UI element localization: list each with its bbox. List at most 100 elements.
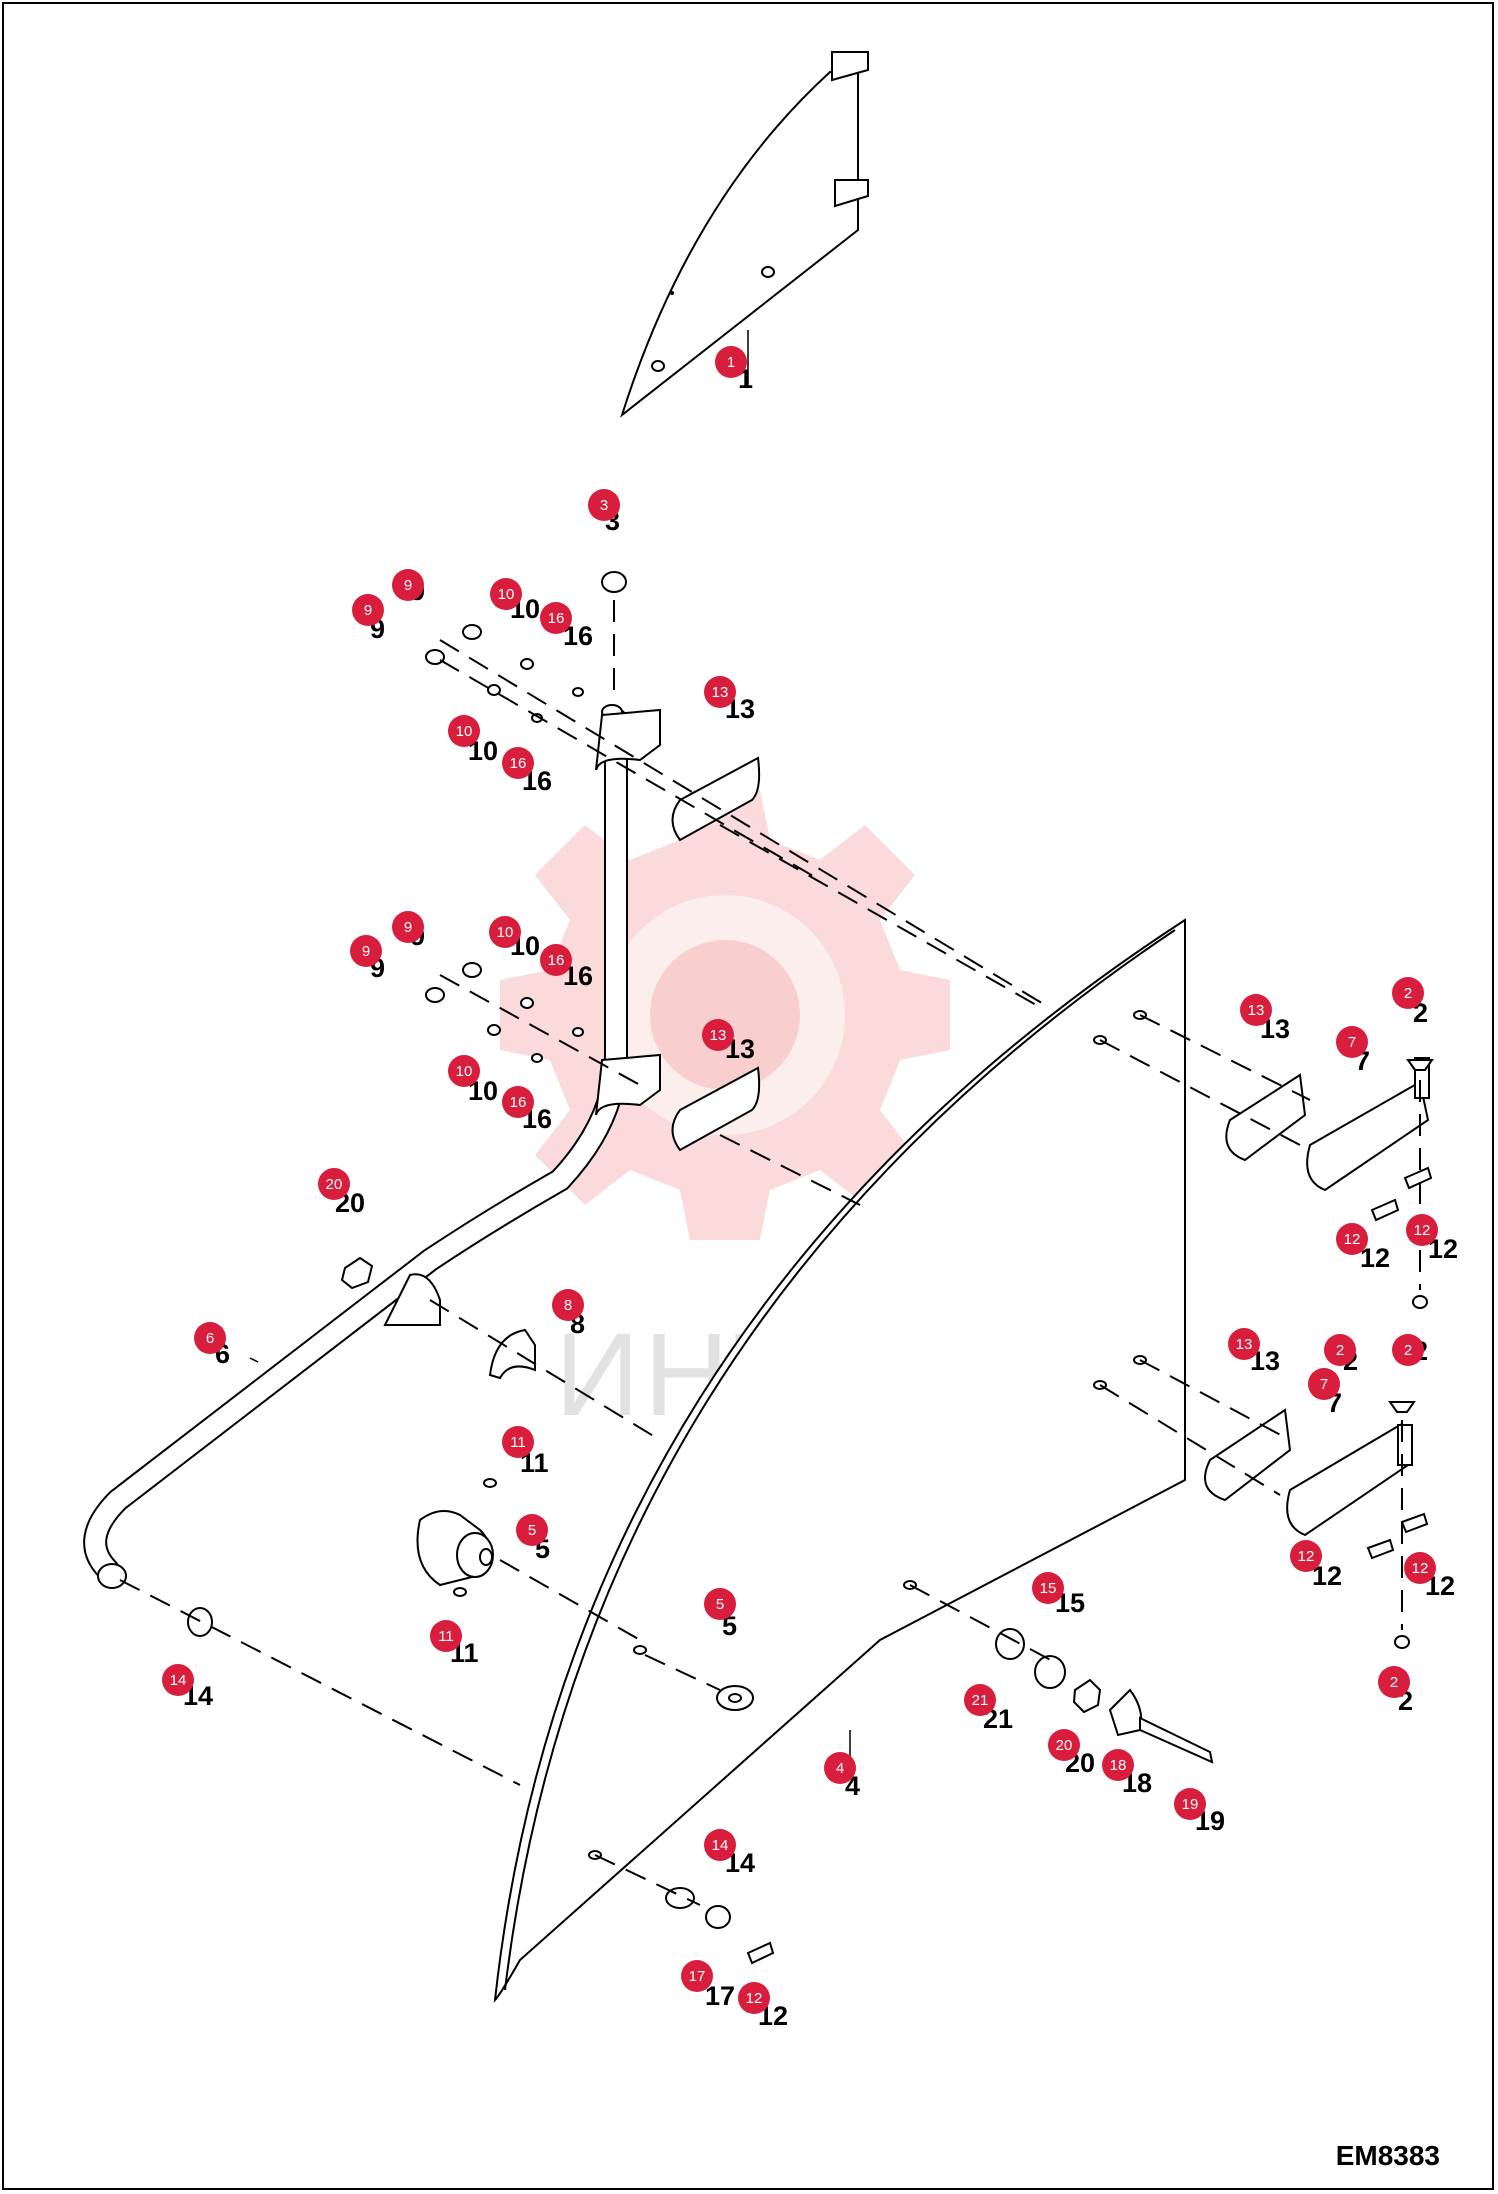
- svg-text:4: 4: [836, 1760, 844, 1777]
- svg-text:17: 17: [705, 1981, 735, 2011]
- svg-text:9: 9: [404, 919, 412, 936]
- part-1-top-panel: [620, 51, 869, 418]
- svg-text:7: 7: [1348, 1034, 1356, 1051]
- svg-text:16: 16: [548, 952, 565, 969]
- callout-2c: 22: [1324, 1334, 1358, 1376]
- svg-text:9: 9: [362, 943, 370, 960]
- svg-text:10: 10: [456, 723, 473, 740]
- svg-text:14: 14: [712, 1837, 729, 1854]
- part-17-spacer: [705, 1905, 731, 1929]
- callout-9b: 99: [352, 594, 385, 644]
- svg-text:11: 11: [510, 1434, 526, 1451]
- svg-text:16: 16: [548, 610, 565, 627]
- svg-text:2: 2: [1404, 985, 1412, 1002]
- callout-7a: 77: [1336, 1026, 1370, 1076]
- svg-text:16: 16: [510, 755, 527, 772]
- svg-text:20: 20: [326, 1176, 343, 1193]
- svg-text:17: 17: [689, 1968, 706, 1985]
- part-5-11-latch: [416, 1478, 754, 1711]
- callout-5b: 55: [704, 1588, 737, 1641]
- part-13-plates-left: [671, 756, 761, 1152]
- callout-3: 33: [588, 489, 620, 536]
- callout-4: 44: [824, 1752, 860, 1801]
- svg-text:21: 21: [972, 1692, 989, 1709]
- svg-text:6: 6: [206, 1330, 214, 1347]
- svg-text:12: 12: [1414, 1222, 1431, 1239]
- callout-9c: 99: [392, 911, 425, 951]
- svg-text:3: 3: [600, 497, 608, 514]
- callout-6: 66: [194, 1322, 230, 1369]
- svg-text:12: 12: [1298, 1548, 1315, 1565]
- svg-text:14: 14: [170, 1672, 187, 1689]
- svg-text:19: 19: [1182, 1796, 1199, 1813]
- svg-text:9: 9: [404, 577, 412, 594]
- callout-2a: 22: [1392, 977, 1428, 1028]
- svg-text:20: 20: [1056, 1737, 1073, 1754]
- svg-text:15: 15: [1040, 1580, 1057, 1597]
- svg-text:10: 10: [497, 924, 514, 941]
- drawing-code: EM8383: [1335, 2140, 1440, 2171]
- part-3-cap: [601, 571, 627, 593]
- svg-text:8: 8: [564, 1297, 572, 1314]
- svg-text:13: 13: [712, 684, 729, 701]
- svg-text:5: 5: [716, 1596, 724, 1613]
- svg-text:13: 13: [1248, 1002, 1265, 1019]
- callout-8: 88: [552, 1289, 585, 1339]
- part-14-washer-left: [187, 1607, 213, 1637]
- callout-9a: 99: [392, 569, 425, 606]
- svg-text:11: 11: [438, 1628, 454, 1645]
- svg-text:7: 7: [1320, 1376, 1328, 1393]
- svg-text:16: 16: [510, 1094, 527, 1111]
- svg-text:13: 13: [710, 1027, 727, 1044]
- svg-text:10: 10: [498, 586, 515, 603]
- part-4-main-panel: [493, 918, 1186, 2003]
- callout-2b: 22: [1392, 1334, 1428, 1366]
- svg-text:12: 12: [746, 1990, 763, 2007]
- callout-1: 11: [715, 346, 753, 394]
- part-15-21-18-19-stack: [995, 1628, 1214, 1764]
- svg-text:12: 12: [1412, 1560, 1429, 1577]
- callout-5a: 55: [516, 1514, 550, 1564]
- part-6-support-rod: [83, 704, 661, 1589]
- part-13-7-hinge-right: [1204, 1057, 1434, 1649]
- alignment-lines: [119, 600, 1421, 1906]
- svg-text:12: 12: [1344, 1231, 1361, 1248]
- svg-text:10: 10: [456, 1063, 473, 1080]
- svg-text:2: 2: [1336, 1342, 1344, 1359]
- part-20-nut-upper: [340, 1256, 374, 1290]
- svg-text:1: 1: [727, 354, 735, 371]
- part-8-bracket: [488, 1328, 536, 1380]
- part-12-bolts: [746, 1166, 1433, 1965]
- svg-text:18: 18: [1110, 1757, 1127, 1774]
- svg-text:13: 13: [1236, 1336, 1253, 1353]
- callout-7b: 77: [1308, 1368, 1342, 1418]
